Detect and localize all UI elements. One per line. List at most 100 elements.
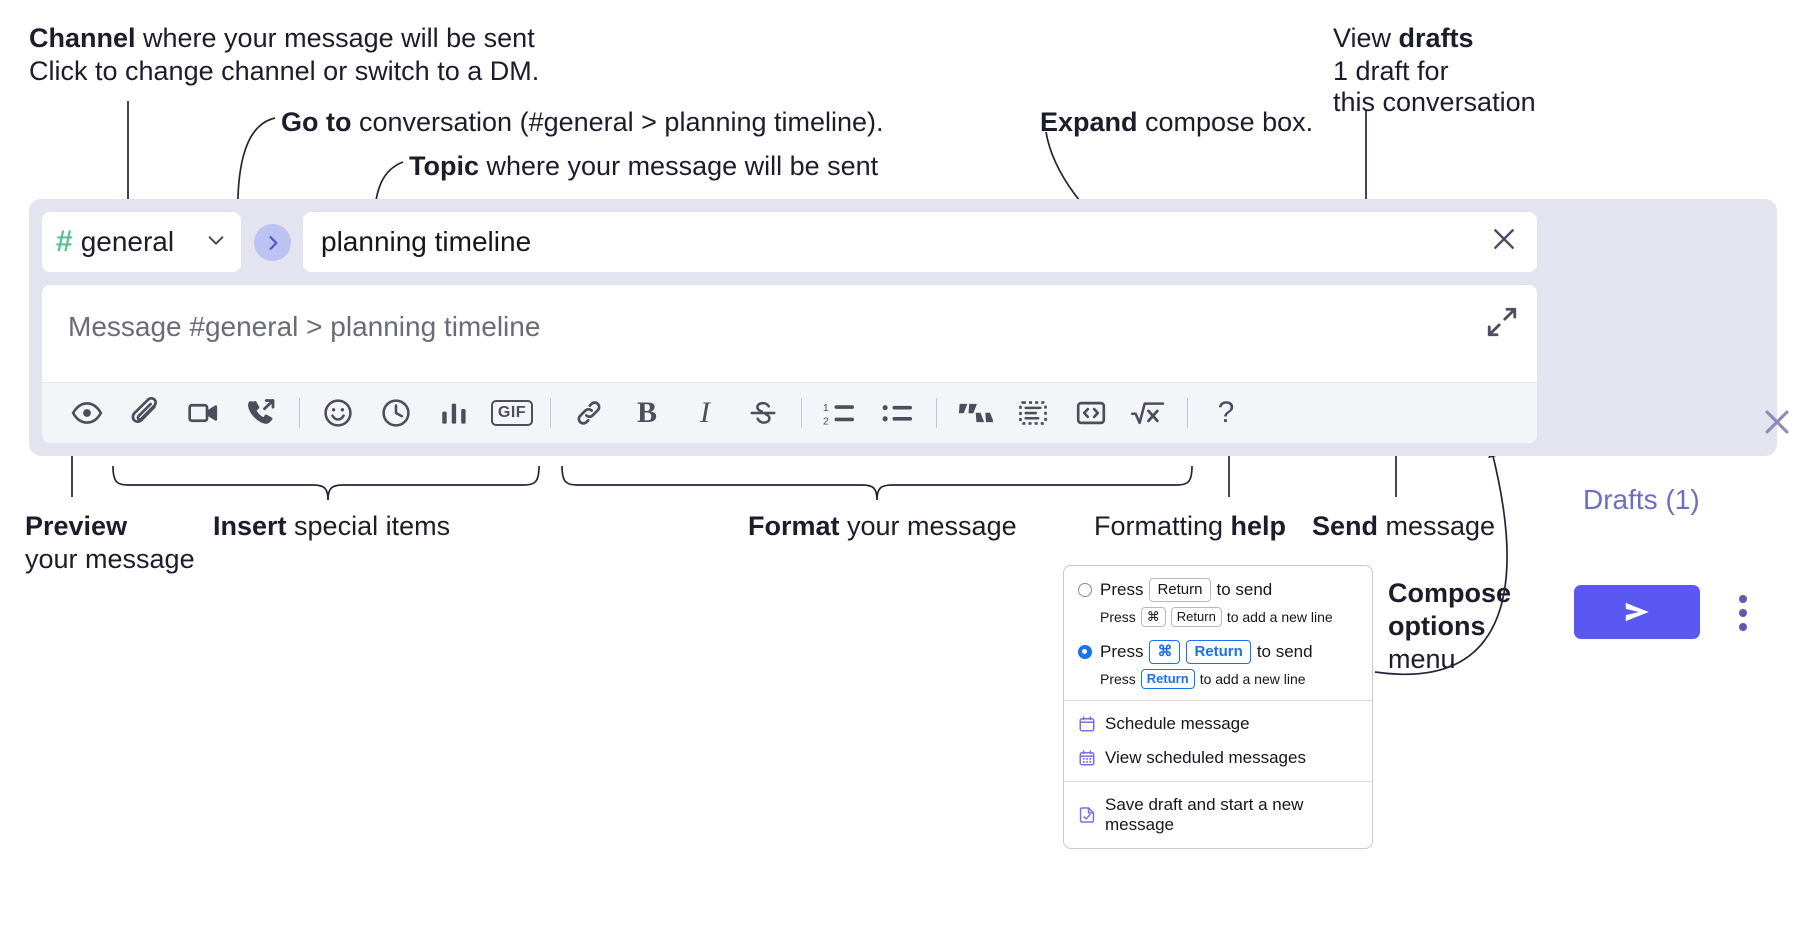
italic-icon[interactable]: I: [700, 396, 710, 429]
annotation-goto-bold: Go to: [281, 107, 352, 137]
goto-conversation-button[interactable]: [254, 224, 291, 261]
emoji-icon[interactable]: [309, 384, 367, 442]
opt2-sub-post: to add a new line: [1199, 670, 1306, 687]
annotation-drafts-sub1: 1 draft for: [1333, 56, 1449, 86]
annotation-compose-options-3: menu: [1388, 644, 1456, 674]
schedule-group: Schedule message V: [1064, 701, 1372, 781]
topic-value: planning timeline: [321, 226, 532, 257]
gif-icon[interactable]: GIF: [483, 384, 541, 442]
preview-icon[interactable]: [58, 384, 116, 442]
annotation-channel-title: Channel where your message will be sent: [29, 20, 535, 56]
annotation-channel-rest: where your message will be sent: [135, 23, 535, 53]
math-icon[interactable]: [1120, 384, 1178, 442]
opt1-pre: Press: [1100, 580, 1144, 600]
option-cmd-return-to-send[interactable]: Press ⌘ Return to send: [1064, 638, 1372, 666]
annotation-expand: Expand compose box.: [1040, 104, 1313, 140]
annotation-compose-options-bold2: options: [1388, 611, 1486, 641]
menu-divider-1: [1064, 699, 1372, 701]
send-arrow-icon: [1625, 602, 1649, 622]
annotation-insert: Insert special items: [213, 508, 450, 544]
drafts-link[interactable]: Drafts (1): [1583, 484, 1700, 515]
annotation-format-rest: your message: [839, 511, 1017, 541]
key-return: Return: [1149, 578, 1211, 603]
message-placeholder: Message #general > planning timeline: [68, 311, 541, 342]
annotation-expand-rest: compose box.: [1137, 107, 1314, 137]
message-input-area[interactable]: Message #general > planning timeline: [42, 285, 1537, 443]
formatting-toolbar: GIF B I: [42, 382, 1537, 443]
opt2-sub-pre: Press: [1100, 670, 1136, 687]
close-icon[interactable]: [1760, 405, 1794, 439]
clock-icon[interactable]: [367, 384, 425, 442]
calendar-grid-icon: [1078, 749, 1096, 767]
annotation-send: Send message: [1312, 508, 1495, 544]
link-icon[interactable]: [560, 384, 618, 442]
opt1-sub-pre: Press: [1100, 609, 1136, 626]
annotation-drafts-bold: drafts: [1398, 23, 1474, 53]
video-clip-icon[interactable]: [174, 384, 232, 442]
radio-return-to-send[interactable]: [1078, 583, 1092, 598]
svg-text:2: 2: [823, 417, 829, 428]
bulleted-list-icon[interactable]: [869, 384, 927, 442]
strikethrough-icon[interactable]: [734, 384, 792, 442]
compose-inner: # general planning timeline Message #gen…: [42, 212, 1537, 443]
radio-cmd-return-to-send[interactable]: [1078, 644, 1092, 659]
menu-item-schedule-message-label: Schedule message: [1105, 713, 1250, 733]
annotation-expand-bold: Expand: [1040, 107, 1138, 137]
key-cmd: ⌘: [1140, 607, 1166, 627]
svg-text:1: 1: [823, 403, 829, 414]
option-cmd-return-to-send-sub: Press Return to add a new line: [1064, 666, 1372, 692]
separator-2: [550, 398, 551, 428]
annotation-preview-sub: your message: [25, 544, 195, 574]
annotation-topic-rest: where your message will be sent: [479, 151, 879, 181]
bold-icon[interactable]: B: [636, 396, 657, 429]
separator-1: [299, 398, 300, 428]
opt2-post: to send: [1256, 641, 1313, 661]
key-return-4: Return: [1140, 669, 1195, 689]
draft-group: Save draft and start a new message: [1064, 782, 1372, 848]
option-return-to-send[interactable]: Press Return to send: [1064, 576, 1372, 604]
send-button[interactable]: [1574, 585, 1700, 639]
annotation-preview-bold: Preview: [25, 511, 128, 541]
annotation-channel-bold: Channel: [29, 23, 136, 53]
menu-item-schedule-message[interactable]: Schedule message: [1064, 707, 1372, 741]
clear-topic-icon[interactable]: [1489, 224, 1519, 260]
formatting-help-icon[interactable]: ?: [1217, 396, 1235, 429]
option-return-to-send-label: Press Return to send: [1100, 578, 1273, 603]
save-draft-icon: [1078, 806, 1096, 824]
attachment-icon[interactable]: [116, 384, 174, 442]
code-icon[interactable]: [1062, 384, 1120, 442]
menu-item-save-draft[interactable]: Save draft and start a new message: [1064, 788, 1372, 842]
channel-name: general: [80, 226, 175, 257]
topic-field[interactable]: planning timeline: [303, 212, 1537, 272]
menu-item-view-scheduled[interactable]: View scheduled messages: [1064, 741, 1372, 775]
annotation-send-rest: message: [1378, 511, 1496, 541]
poll-icon[interactable]: [425, 384, 483, 442]
calendar-clock-icon: [1078, 715, 1096, 733]
annotation-goto: Go to conversation (#general > planning …: [281, 104, 884, 140]
option-cmd-return-to-send-label: Press ⌘ Return to send: [1100, 639, 1313, 665]
audio-clip-icon[interactable]: [232, 384, 290, 442]
annotation-channel-sub: Click to change channel or switch to a D…: [29, 56, 540, 86]
menu-divider-2: [1064, 780, 1372, 782]
key-return-2: Return: [1170, 607, 1222, 627]
ordered-list-icon[interactable]: 1 2: [811, 384, 869, 442]
annotation-format: Format your message: [748, 508, 1017, 544]
option-return-to-send-sub: Press ⌘ Return to add a new line: [1064, 604, 1372, 630]
annotation-formatting-help-bold: help: [1230, 511, 1287, 541]
channel-picker[interactable]: # general: [42, 212, 241, 272]
compose-options-button[interactable]: [1729, 588, 1757, 638]
compose-options-menu: Press Return to send Press ⌘ Return to a…: [1063, 565, 1373, 849]
code-block-icon[interactable]: [1004, 384, 1062, 442]
key-cmd-2: ⌘: [1149, 639, 1181, 665]
blockquote-icon[interactable]: [946, 384, 1004, 442]
send-shortcut-options: Press Return to send Press ⌘ Return to a…: [1064, 566, 1372, 700]
compose-panel: Drafts (1) # general planning timeline: [29, 199, 1789, 639]
annotation-send-bold: Send: [1312, 511, 1379, 541]
compose-header-row: # general planning timeline: [42, 212, 1537, 272]
annotation-drafts-pre: View: [1333, 23, 1399, 53]
opt1-post: to send: [1216, 580, 1273, 600]
hash-icon: #: [56, 225, 73, 258]
expand-icon[interactable]: [1485, 305, 1519, 339]
annotation-formatting-help: Formatting help: [1094, 508, 1286, 544]
